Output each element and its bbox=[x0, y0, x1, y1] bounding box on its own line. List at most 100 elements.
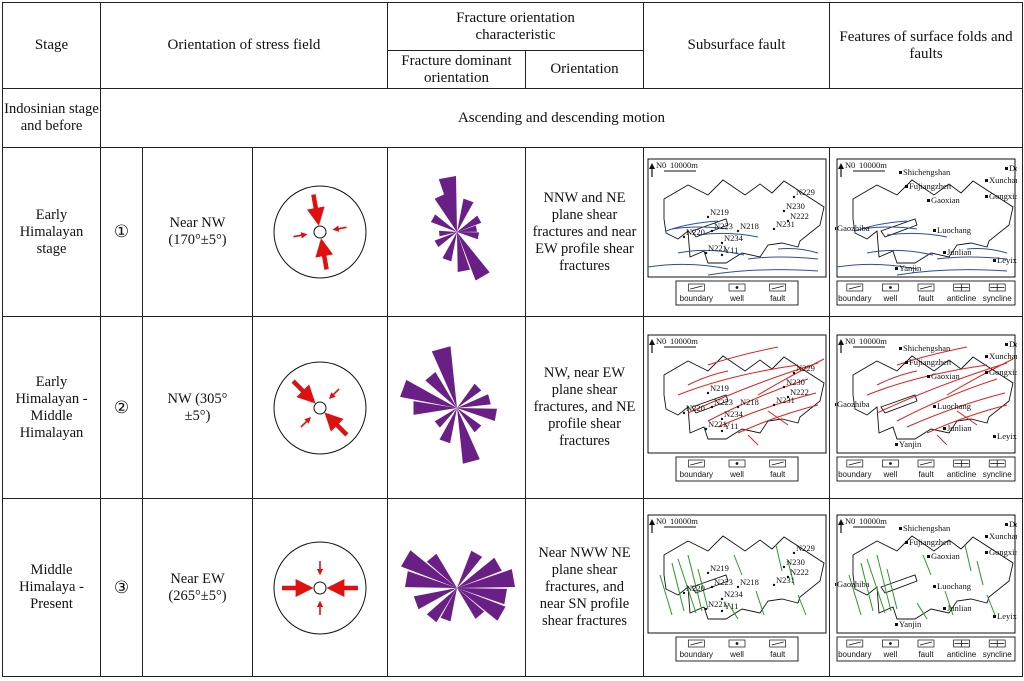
rose-petal bbox=[456, 232, 490, 281]
rose-petal bbox=[456, 407, 497, 421]
well-label: N218 bbox=[740, 397, 759, 407]
rose-petal bbox=[426, 587, 457, 622]
fault-line bbox=[707, 346, 778, 365]
town-label: Gaoxian bbox=[931, 195, 961, 205]
fault-line bbox=[926, 404, 1008, 433]
fault-line bbox=[866, 364, 988, 395]
major-stress-arrow bbox=[291, 379, 316, 403]
rose-petal bbox=[440, 587, 457, 621]
stage-cell: Middle Himalaya - Present bbox=[2, 498, 101, 677]
rose-petal bbox=[456, 232, 479, 240]
legend-label-fault: fault bbox=[770, 470, 786, 479]
legend-label-fault: fault bbox=[918, 650, 934, 659]
town-label: Gongxian bbox=[989, 367, 1017, 377]
north-arrow-icon bbox=[648, 338, 655, 345]
rose-petal bbox=[430, 214, 457, 232]
town-label: Fujiangzhen bbox=[909, 537, 952, 547]
header-stress: Orientation of stress field bbox=[100, 2, 388, 89]
well-label: N221 bbox=[708, 243, 727, 253]
town-label: Junlian bbox=[947, 423, 972, 433]
stress-diagram bbox=[273, 185, 367, 279]
well-marker bbox=[772, 583, 775, 586]
scale-zero: 0 bbox=[662, 160, 666, 170]
legend-label-well: well bbox=[729, 470, 744, 479]
town-label: Gaozhiba bbox=[837, 579, 870, 589]
fault-line bbox=[671, 226, 728, 230]
rose-petal bbox=[426, 553, 457, 588]
well-marker bbox=[720, 597, 723, 600]
rose-petal bbox=[456, 407, 480, 464]
town-marker bbox=[993, 259, 996, 262]
indosinian-motion: Ascending and descending motion bbox=[100, 88, 1023, 148]
well-marker bbox=[786, 395, 789, 398]
town-label: Luochang bbox=[937, 401, 972, 411]
rose-petal bbox=[400, 549, 457, 588]
town-label: Gaozhiba bbox=[837, 399, 870, 409]
fault-line bbox=[966, 248, 1008, 254]
town-label: Leyixiang bbox=[997, 611, 1017, 621]
town-label: Leyixiang bbox=[997, 255, 1017, 265]
town-label: Gongxian bbox=[989, 191, 1017, 201]
well-label: N223 bbox=[714, 397, 733, 407]
fault-line bbox=[886, 232, 948, 238]
stage-number: ③ bbox=[100, 498, 143, 677]
well-marker bbox=[720, 429, 723, 432]
legend-label-well: well bbox=[729, 294, 744, 303]
well-marker bbox=[682, 235, 685, 239]
stage-cell: Early Himalayan stage bbox=[2, 147, 101, 317]
legend-label-syncline: syncline bbox=[983, 294, 1012, 303]
stage-number: ① bbox=[100, 147, 143, 317]
rose-diagram bbox=[399, 345, 497, 464]
rose-petal bbox=[399, 379, 457, 408]
town-marker bbox=[895, 267, 898, 270]
rose-petal bbox=[439, 407, 457, 443]
town-marker bbox=[985, 179, 988, 182]
fault-line bbox=[956, 410, 978, 425]
well-label: N230 bbox=[786, 377, 805, 387]
stress-direction: NW (305°±5°) bbox=[142, 316, 253, 499]
fault-line bbox=[777, 248, 818, 254]
town-marker bbox=[985, 370, 988, 374]
rose-petal bbox=[456, 587, 507, 604]
boundary-outline bbox=[663, 354, 825, 439]
legend-label-fault: fault bbox=[770, 650, 786, 659]
fault-line bbox=[936, 434, 948, 445]
fault-line bbox=[747, 256, 818, 260]
major-stress-arrow bbox=[324, 412, 349, 436]
fault-line bbox=[697, 232, 758, 238]
town-marker bbox=[905, 360, 908, 364]
scale-zero: 0 bbox=[662, 516, 666, 526]
north-label: N bbox=[845, 516, 851, 526]
surface-map: N010000mShichengshanDongdiFujiangzhenXun… bbox=[830, 513, 1022, 663]
legend-label-well: well bbox=[729, 650, 744, 659]
fault-line bbox=[906, 392, 1006, 427]
fault-line bbox=[916, 602, 928, 619]
fault-line bbox=[866, 249, 934, 256]
boundary-inner bbox=[690, 573, 729, 594]
town-marker bbox=[933, 404, 936, 408]
minor-stress-arrow bbox=[332, 225, 347, 232]
rose-petal bbox=[434, 407, 457, 428]
well-label: N234 bbox=[724, 409, 744, 419]
well-label: N229 bbox=[796, 187, 815, 197]
legend-label-well: well bbox=[883, 650, 898, 659]
center-circle bbox=[313, 225, 327, 239]
surface-map-cell: N010000mShichengshanDongdiFujiangzhenXun… bbox=[829, 316, 1023, 499]
town-marker bbox=[895, 442, 898, 446]
rose-petal bbox=[456, 232, 470, 272]
scale-zero: 0 bbox=[851, 160, 855, 170]
fault-line bbox=[986, 594, 996, 615]
well-marker bbox=[736, 585, 739, 588]
rose-petal bbox=[456, 568, 515, 588]
town-label: Xunchang bbox=[989, 531, 1017, 541]
fault-line bbox=[775, 544, 782, 571]
fault-line bbox=[647, 263, 728, 270]
fault-line bbox=[767, 410, 788, 425]
map-frame bbox=[836, 514, 1016, 633]
boundary-outline bbox=[663, 534, 825, 619]
scale-zero: 0 bbox=[851, 516, 855, 526]
fault-map: N010000mShichengshanDongdiFujiangzhenXun… bbox=[835, 158, 1017, 306]
